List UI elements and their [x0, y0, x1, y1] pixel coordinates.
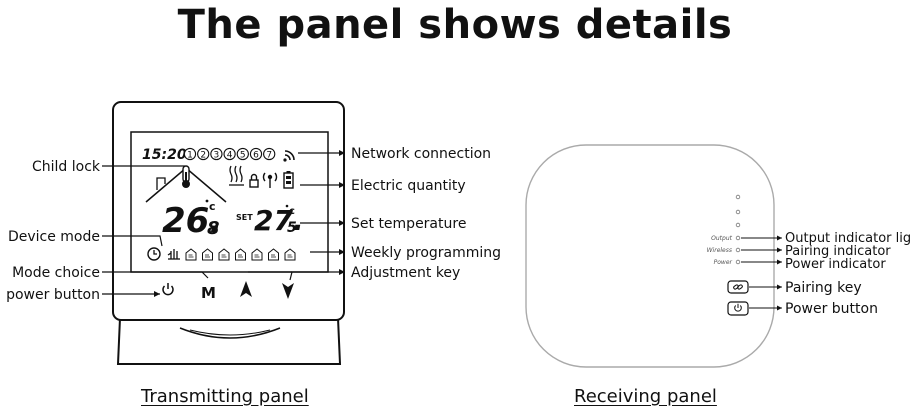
- label-pairing-indicator: Pairing indicator: [785, 244, 891, 259]
- receiving-panel-caption: Receiving panel: [574, 386, 717, 407]
- receiver-leds: [735, 194, 741, 265]
- program-period-icon: [251, 248, 263, 261]
- power-button[interactable]: [160, 282, 176, 298]
- thermometer-icon: [182, 165, 190, 188]
- battery-icon: [283, 171, 294, 189]
- label-mode-choice: Mode choice: [12, 265, 100, 281]
- right-leader-lines: [248, 152, 345, 281]
- clock-icon: [147, 247, 161, 261]
- program-period-icon: [235, 248, 246, 261]
- receiver-body: [525, 144, 775, 368]
- receiving-panel: Output Wireless Power: [525, 144, 910, 368]
- label-electric-quantity: Electric quantity: [351, 178, 466, 194]
- lcd-room-temperature-decimal: 8: [207, 218, 220, 239]
- label-set-temperature: Set temperature: [351, 216, 466, 232]
- program-period-icon: [284, 248, 296, 261]
- lcd-day-4: 4: [223, 147, 236, 161]
- small-label-power: Power: [714, 259, 733, 266]
- lcd-set-label: SET: [236, 213, 253, 222]
- svg-text:3: 3: [214, 151, 220, 161]
- svg-text:4: 4: [227, 151, 233, 161]
- lcd-day-2: 2: [197, 147, 210, 161]
- pairing-key-button[interactable]: [727, 280, 749, 294]
- link-icon: [733, 284, 743, 290]
- lcd-set-temperature-decimal: 5: [287, 220, 297, 236]
- label-power-button: power button: [6, 287, 100, 303]
- label-pairing-key: Pairing key: [785, 280, 862, 296]
- down-button[interactable]: [282, 283, 294, 299]
- lcd-day-1: 1: [183, 147, 197, 161]
- lcd-day-6: 6: [249, 147, 263, 161]
- small-label-wireless: Wireless: [707, 247, 732, 254]
- lcd-room-temperature: 26.: [162, 201, 222, 241]
- svg-text:5: 5: [240, 151, 246, 161]
- lcd-set-temperature: 27.: [254, 204, 304, 237]
- transmitting-panel-caption: Transmitting panel: [141, 386, 309, 407]
- label-adjustment-key: Adjustment key: [351, 265, 460, 281]
- panel-stand: [116, 317, 342, 365]
- manual-hand-icon: [167, 249, 180, 260]
- page-title: The panel shows details: [177, 2, 733, 48]
- receiver-leader-lines: [741, 237, 782, 309]
- program-period-icon: [185, 248, 197, 261]
- program-icons: [185, 248, 296, 261]
- small-label-output: Output: [711, 235, 732, 242]
- stand-arc: [179, 327, 281, 339]
- stand-arc-inner: [189, 329, 271, 336]
- receiver-power-button[interactable]: [727, 301, 749, 316]
- left-leader-lines: [102, 165, 209, 295]
- svg-text:1: 1: [187, 151, 193, 161]
- label-output-indicator: Output indicator light: [785, 231, 910, 246]
- lcd-day-5: 5: [236, 147, 249, 161]
- mode-button[interactable]: M: [201, 284, 216, 302]
- label-power-indicator: Power indicator: [785, 257, 886, 272]
- label-network-connection: Network connection: [351, 146, 491, 162]
- program-period-icon: [202, 248, 213, 261]
- lcd-time: 15:20: [142, 147, 187, 163]
- child-lock-icon: [249, 173, 259, 188]
- label-weekly-programming: Weekly programming: [351, 245, 501, 261]
- lcd-day-3: 3: [210, 147, 223, 161]
- label-device-mode: Device mode: [8, 229, 100, 245]
- label-child-lock: Child lock: [32, 159, 101, 175]
- program-period-icon: [218, 248, 230, 261]
- wifi-icon: [283, 150, 295, 162]
- svg-text:2: 2: [200, 151, 206, 161]
- lcd-day-7: 7: [263, 147, 276, 161]
- power-icon: [734, 303, 742, 312]
- lcd-room-unit: c: [209, 200, 216, 213]
- label-receiver-power-button: Power button: [785, 301, 878, 317]
- program-period-icon: [268, 248, 279, 261]
- up-button[interactable]: [240, 281, 252, 297]
- heating-icon: [229, 165, 244, 186]
- svg-text:7: 7: [266, 151, 272, 161]
- antenna-icon: [262, 172, 278, 188]
- lcd-set-unit: c: [289, 206, 295, 217]
- svg-text:6: 6: [253, 151, 259, 161]
